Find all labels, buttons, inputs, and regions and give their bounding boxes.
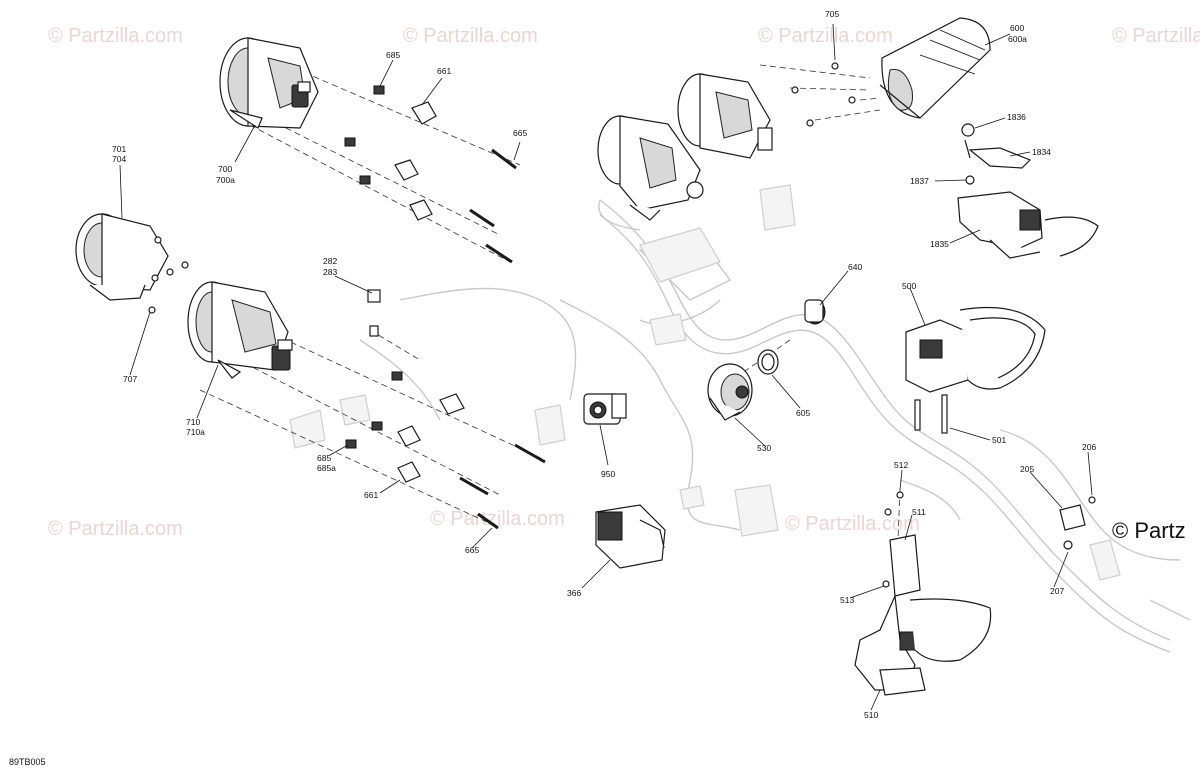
- callout-665: 665: [513, 128, 527, 138]
- callout-704: 704: [112, 154, 126, 164]
- callout-206: 206: [1082, 442, 1096, 452]
- callout-283: 283: [323, 267, 337, 277]
- callout-710a: 710a: [186, 427, 205, 437]
- socket-950: [583, 393, 627, 425]
- headlight-pair-upper: [597, 73, 773, 221]
- callout-282: 282: [323, 256, 337, 266]
- callout-530: 530: [757, 443, 771, 453]
- callout-661: 661: [364, 490, 378, 500]
- watermark: © Partzilla.com: [403, 25, 538, 47]
- callout-685a: 685a: [317, 463, 336, 473]
- callout-labels: 705 600 600a 685 661 665 701 704 700 700…: [9, 9, 1096, 767]
- ring-605: [757, 349, 779, 375]
- watermark: © Partzilla.com: [785, 513, 920, 535]
- callout-511: 511: [912, 507, 926, 517]
- switch-500: [905, 306, 1046, 434]
- callout-1837: 1837: [910, 176, 929, 186]
- callout-705: 705: [825, 9, 839, 19]
- watermark: © Partzilla.com: [1112, 25, 1200, 47]
- cover-600: [879, 17, 991, 119]
- callout-1836: 1836: [1007, 112, 1026, 122]
- callout-512: 512: [894, 460, 908, 470]
- callout-500: 500: [902, 281, 916, 291]
- diagram-code: 89TB005: [9, 757, 46, 767]
- headlight-700: [219, 37, 319, 129]
- screws-705: [791, 62, 856, 127]
- headlight-710: [187, 281, 293, 379]
- callout-1835: 1835: [930, 239, 949, 249]
- callout-510: 510: [864, 710, 878, 720]
- connector-366: [595, 504, 666, 569]
- leader-lines: [119, 23, 1093, 711]
- hardware-pieces: [148, 85, 1096, 588]
- callout-950: 950: [601, 469, 615, 479]
- callout-605: 605: [796, 408, 810, 418]
- callout-501: 501: [992, 435, 1006, 445]
- callout-700a: 700a: [216, 175, 235, 185]
- callout-685: 685: [386, 50, 400, 60]
- module-511: [854, 534, 992, 696]
- watermark: © Partzilla.com: [758, 25, 893, 47]
- watermarks: © Partzilla.com © Partzilla.com © Partzi…: [48, 25, 1200, 543]
- callout-710: 710: [186, 417, 200, 427]
- callout-207: 207: [1050, 586, 1064, 596]
- watermark-edge: © Partz: [1112, 518, 1186, 543]
- bezel-701: [75, 213, 169, 301]
- callout-600a: 600a: [1008, 34, 1027, 44]
- callout-205: 205: [1020, 464, 1034, 474]
- callout-640: 640: [848, 262, 862, 272]
- watermark: © Partzilla.com: [430, 508, 565, 530]
- watermark: © Partzilla.com: [48, 518, 183, 540]
- connector-640: [804, 299, 826, 325]
- gauge-530: [707, 363, 753, 421]
- callout-665: 665: [465, 545, 479, 555]
- callout-366: 366: [567, 588, 581, 598]
- watermark: © Partzilla.com: [48, 25, 183, 47]
- callout-707: 707: [123, 374, 137, 384]
- callout-600: 600: [1010, 23, 1024, 33]
- callout-513: 513: [840, 595, 854, 605]
- callout-661: 661: [437, 66, 451, 76]
- callout-701: 701: [112, 144, 126, 154]
- callout-1834: 1834: [1032, 147, 1051, 157]
- ghost-harness: [289, 184, 1191, 653]
- bracket-assembly-1835: [957, 123, 1099, 259]
- callout-685: 685: [317, 453, 331, 463]
- callout-700: 700: [218, 164, 232, 174]
